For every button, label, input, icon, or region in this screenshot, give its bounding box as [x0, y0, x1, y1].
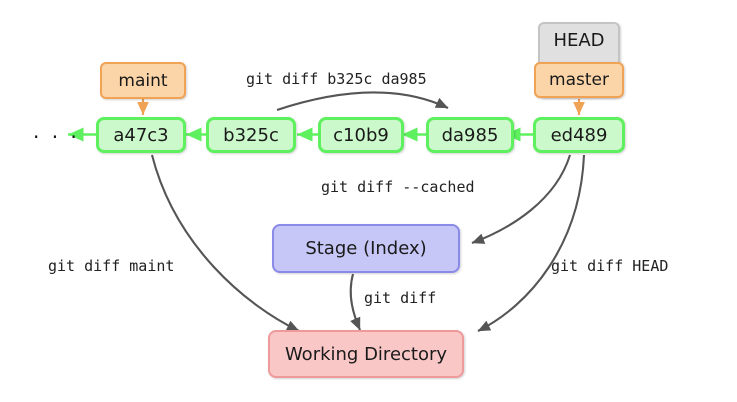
- edge-diff-cached: [471, 154, 572, 244]
- edge-diff-head: [477, 154, 586, 332]
- edge-diff-range: [276, 91, 449, 111]
- working-directory-box[interactable]: Working Directory: [268, 330, 464, 378]
- commit-node-b325c[interactable]: b325c: [206, 117, 296, 153]
- commit-node-c10b9[interactable]: c10b9: [318, 117, 404, 153]
- commit-node-a47c3[interactable]: a47c3: [96, 117, 186, 153]
- ref-maint[interactable]: maint: [100, 62, 186, 99]
- label-git-diff-range: git diff b325c da985: [246, 70, 427, 88]
- label-git-diff-cached: git diff --cached: [321, 178, 475, 196]
- label-git-diff-head: git diff HEAD: [551, 257, 669, 275]
- ref-pointer-links: [137, 99, 585, 115]
- edge-diff-plain: [349, 273, 361, 331]
- commit-node-ed489[interactable]: ed489: [533, 117, 625, 153]
- label-git-diff-maint: git diff maint: [48, 257, 175, 275]
- commit-node-da985[interactable]: da985: [426, 117, 514, 153]
- ref-master[interactable]: master: [534, 62, 624, 98]
- stage-index-box[interactable]: Stage (Index): [272, 224, 460, 273]
- label-git-diff-plain: git diff: [364, 289, 437, 307]
- older-commits-ellipsis: · · ·: [33, 125, 80, 149]
